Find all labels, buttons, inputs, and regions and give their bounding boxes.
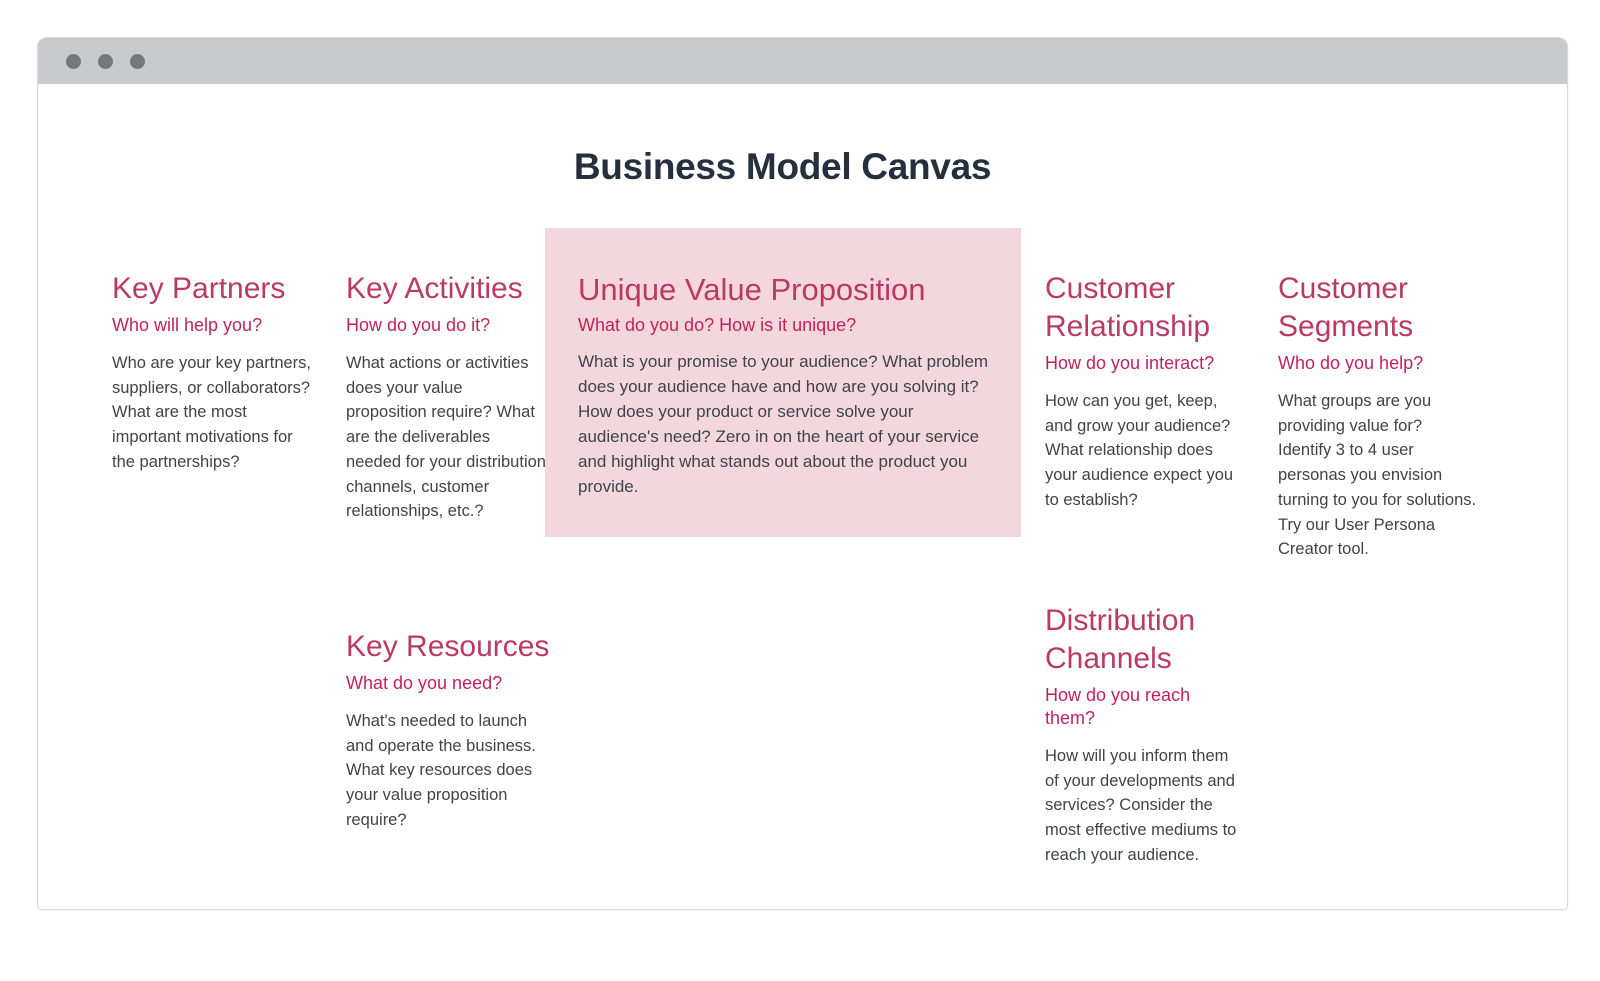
block-customer-segments: Customer Segments Who do you help? What …: [1278, 270, 1478, 562]
close-dot-icon[interactable]: [66, 54, 81, 69]
unique-value-proposition-highlight: [545, 228, 1021, 537]
block-subtitle-key-partners: Who will help you?: [112, 315, 263, 335]
block-title-distribution-channels: Distribution Channels: [1045, 604, 1196, 675]
block-key-resources: Key Resources What do you need? What's n…: [346, 628, 551, 833]
block-key-partners: Key Partners Who will help you? Who are …: [112, 270, 312, 475]
block-body-customer-relationship: How can you get, keep, and grow your aud…: [1045, 392, 1234, 509]
block-body-customer-segments: What groups are you providing value for?…: [1278, 392, 1477, 559]
block-subtitle-unique-value-proposition: What do you do? How is it unique?: [578, 315, 857, 335]
block-customer-relationship: Customer Relationship How do you interac…: [1045, 270, 1240, 513]
block-subtitle-key-activities: How do you do it?: [346, 315, 491, 335]
block-body-key-activities: What actions or activities does your val…: [346, 354, 546, 521]
browser-window: Business Model Canvas Key Partners Who w…: [38, 38, 1567, 909]
maximize-dot-icon[interactable]: [130, 54, 145, 69]
block-title-key-activities: Key Activities: [346, 272, 523, 305]
block-title-unique-value-proposition: Unique Value Proposition: [578, 272, 926, 307]
canvas-content-area: Business Model Canvas Key Partners Who w…: [38, 84, 1567, 909]
block-unique-value-proposition: Unique Value Proposition What do you do?…: [578, 270, 998, 499]
page-title: Business Model Canvas: [573, 146, 992, 187]
block-subtitle-customer-segments: Who do you help?: [1278, 353, 1424, 373]
block-body-distribution-channels: How will you inform them of your develop…: [1045, 747, 1237, 864]
block-subtitle-key-resources: What do you need?: [346, 673, 503, 693]
block-key-activities: Key Activities How do you do it? What ac…: [346, 270, 546, 524]
block-title-customer-segments: Customer Segments: [1278, 272, 1414, 343]
block-body-key-partners: Who are your key partners, suppliers, or…: [112, 354, 311, 471]
window-controls: [66, 54, 145, 69]
window-title-bar: [38, 38, 1567, 84]
block-body-unique-value-proposition: What is your promise to your audience? W…: [578, 352, 989, 496]
block-title-customer-relationship: Customer Relationship: [1045, 272, 1211, 343]
block-distribution-channels: Distribution Channels How do you reach t…: [1045, 602, 1240, 868]
block-subtitle-distribution-channels: How do you reach them?: [1045, 685, 1191, 728]
minimize-dot-icon[interactable]: [98, 54, 113, 69]
block-body-key-resources: What's needed to launch and operate the …: [346, 712, 536, 829]
block-title-key-partners: Key Partners: [112, 272, 286, 305]
block-title-key-resources: Key Resources: [346, 630, 550, 663]
block-subtitle-customer-relationship: How do you interact?: [1045, 353, 1215, 373]
